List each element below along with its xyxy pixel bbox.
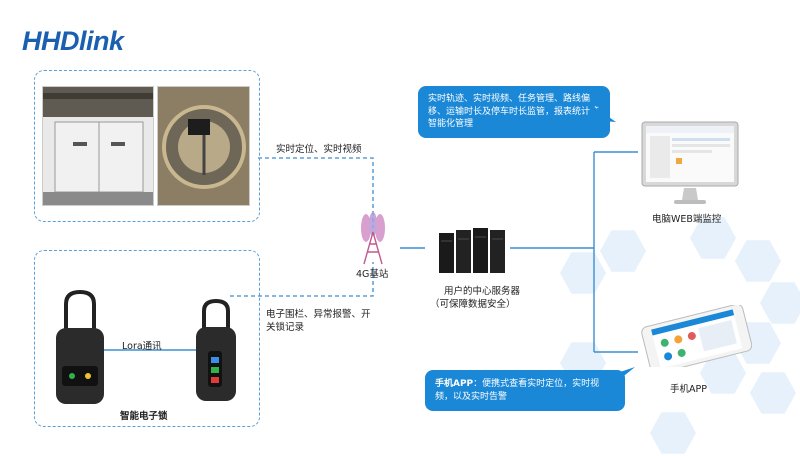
app-callout-title: 手机APP bbox=[435, 379, 474, 389]
tanker-lid-photo bbox=[157, 86, 250, 206]
server-label: 用户的中心服务器 bbox=[444, 286, 521, 297]
web-callout-pointer bbox=[590, 104, 616, 122]
equipment-photo-group bbox=[34, 70, 260, 222]
realtime-link-label: 实时定位、实时视频 bbox=[276, 144, 362, 155]
tanker-lid-illustration bbox=[158, 87, 249, 205]
server-rack-icon bbox=[439, 228, 505, 273]
phone-label: 手机APP bbox=[670, 384, 707, 395]
smartphone-icon bbox=[641, 305, 752, 367]
pc-label: 电脑WEB端监控 bbox=[652, 214, 722, 225]
brand-logo: HHDlink bbox=[22, 26, 124, 56]
smart-lock-group bbox=[34, 250, 260, 427]
app-features-callout: 手机APP：便携式查看实时定位，实时视频，以及实时告警 bbox=[425, 370, 625, 411]
cell-tower-icon bbox=[361, 212, 385, 265]
padlock-large-icon bbox=[56, 289, 104, 404]
desktop-monitor-icon bbox=[641, 121, 739, 204]
cabinet-photo bbox=[42, 86, 154, 206]
cabinet-illustration bbox=[43, 87, 153, 205]
app-callout-text: ：便携式查看实时定位，实时视频，以及实时告警 bbox=[435, 379, 600, 402]
dashed-link-bottom bbox=[230, 262, 374, 297]
dashed-link-top bbox=[258, 157, 374, 228]
smart-lock-label: 智能电子锁 bbox=[120, 411, 168, 422]
tower-label: 4G基站 bbox=[356, 269, 389, 280]
server-sublabel: （可保障数据安全） bbox=[430, 299, 516, 310]
lora-link-label: Lora通讯 bbox=[122, 341, 162, 352]
app-callout-pointer bbox=[605, 367, 635, 391]
alarm-link-label: 电子围栏、异常报警、开关锁记录 bbox=[266, 309, 371, 333]
web-features-callout: 实时轨迹、实时视频、任务管理、路线偏移、运输时长及停车时长监管，报表统计等智能化… bbox=[418, 86, 610, 138]
padlock-small-icon bbox=[196, 298, 236, 401]
